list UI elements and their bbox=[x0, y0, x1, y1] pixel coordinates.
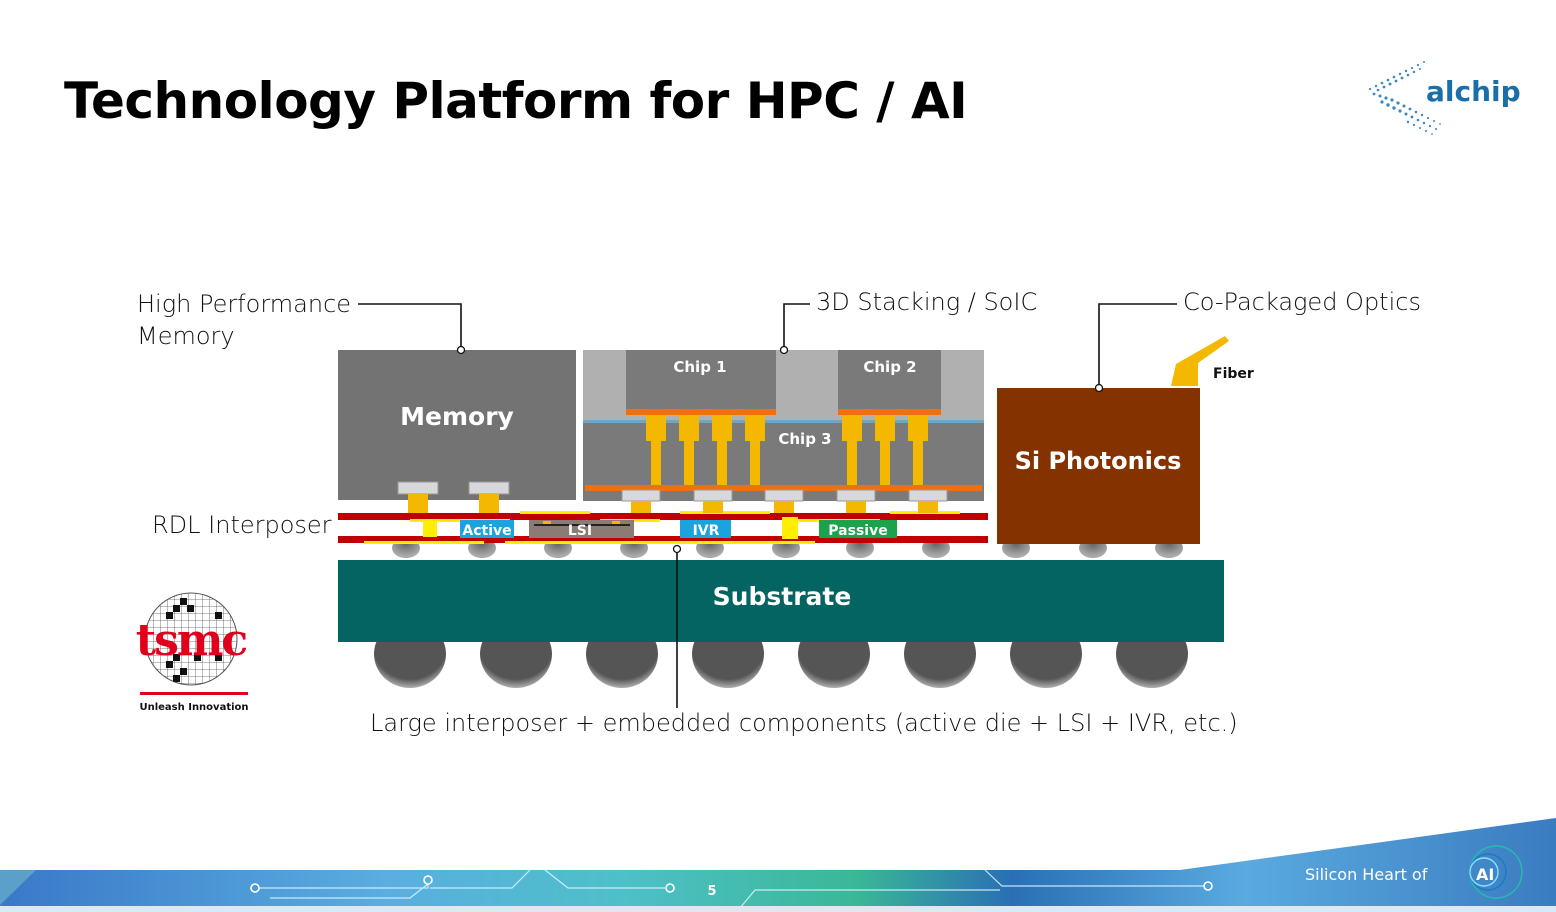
passive bbox=[819, 520, 897, 538]
callout-memory-line2: Memory bbox=[137, 322, 235, 350]
ivr bbox=[680, 520, 731, 538]
si-photonics-die bbox=[997, 388, 1200, 544]
callout-memory: High Performance Memory bbox=[137, 288, 351, 352]
alchip-dots-icon: alchip bbox=[1368, 61, 1521, 135]
chip2-label: Chip 2 bbox=[863, 358, 916, 376]
memory-label: Memory bbox=[400, 402, 514, 431]
callout-dot bbox=[456, 345, 466, 355]
active-die-label: Active bbox=[462, 523, 511, 539]
tagline: Silicon Heart of bbox=[1305, 865, 1428, 884]
callout-optics: Co-Packaged Optics bbox=[1183, 288, 1421, 316]
soic-stack bbox=[583, 350, 984, 513]
page-number: 5 bbox=[707, 884, 716, 899]
fiber-label: Fiber bbox=[1213, 366, 1254, 382]
callout-dot bbox=[672, 544, 682, 554]
substrate-label: Substrate bbox=[713, 582, 852, 611]
svg-text:Unleash Innovation: Unleash Innovation bbox=[139, 702, 248, 713]
lsi-bridge-label: LSI bbox=[568, 523, 592, 539]
slide-title: Technology Platform for HPC / AI bbox=[64, 72, 968, 130]
tsmc-logo: tsmc Unleash Innovation bbox=[125, 592, 261, 717]
alchip-logo: alchip bbox=[1362, 56, 1522, 140]
substrate bbox=[338, 560, 1224, 642]
chip1-label: Chip 1 bbox=[673, 358, 726, 376]
leader-lines bbox=[358, 303, 1177, 708]
callout-memory-line1: High Performance bbox=[137, 290, 352, 318]
callout-rdl: RDL Interposer bbox=[152, 511, 332, 539]
svg-text:tsmc: tsmc bbox=[136, 615, 247, 666]
callout-dot bbox=[1094, 383, 1104, 393]
tsmc-wafer-icon: tsmc Unleash Innovation bbox=[136, 592, 249, 713]
fiber-icon bbox=[1171, 336, 1229, 386]
passive-label: Passive bbox=[828, 523, 887, 539]
tagline-badge: AI bbox=[1476, 865, 1494, 884]
callout-dot bbox=[779, 345, 789, 355]
si-photonics-label: Si Photonics bbox=[1015, 447, 1182, 475]
footer-band bbox=[0, 818, 1556, 912]
callout-stacking: 3D Stacking / SoIC bbox=[816, 288, 1038, 316]
svg-text:alchip: alchip bbox=[1426, 75, 1521, 108]
callout-interposer: Large interposer + embedded components (… bbox=[370, 709, 1238, 737]
active-die bbox=[460, 520, 514, 538]
chip1-die bbox=[626, 350, 776, 414]
chip3-label: Chip 3 bbox=[778, 430, 831, 448]
memory-die bbox=[338, 350, 576, 500]
chip2-die bbox=[838, 350, 941, 414]
ivr-label: IVR bbox=[693, 523, 720, 539]
